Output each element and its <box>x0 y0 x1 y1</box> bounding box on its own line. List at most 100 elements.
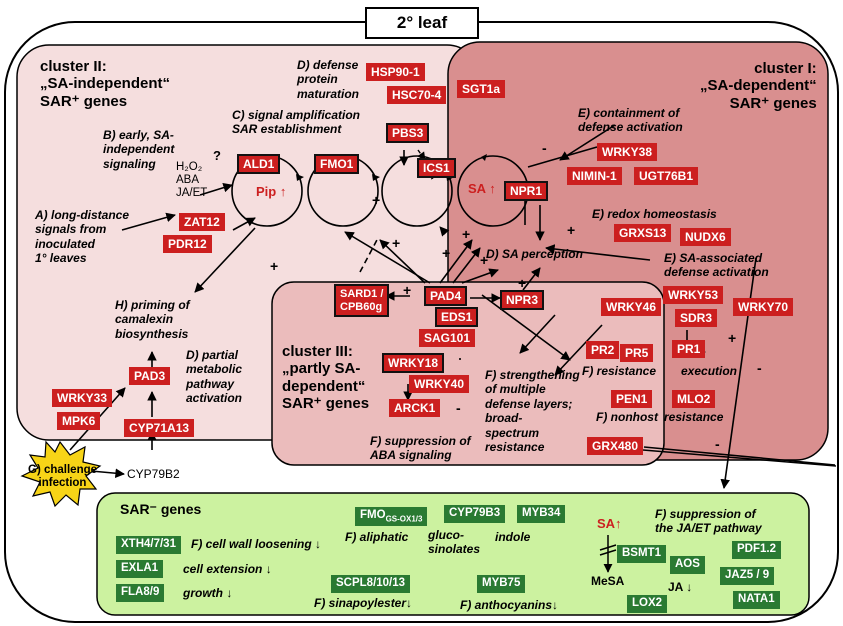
gene-mlo2: MLO2 <box>672 390 716 408</box>
gene-sgt1a: SGT1a <box>457 80 506 98</box>
label-glucosinolates: gluco-sinolates <box>428 528 481 557</box>
label-d-perception: D) SA perception <box>486 247 583 261</box>
plus-sign: + <box>392 235 401 251</box>
gene-sag101: SAG101 <box>419 329 476 347</box>
label-mesa: MeSA <box>591 574 625 588</box>
gene-fmo1: FMO1 <box>313 154 360 174</box>
label-growth: growth ↓ <box>183 586 233 600</box>
label-indole: indole <box>495 530 531 544</box>
gene-grxs13: GRXS13 <box>614 224 672 242</box>
title-box: 2° leaf <box>365 7 479 39</box>
gene-arck1: ARCK1 <box>389 399 441 417</box>
plus-sign: + <box>518 275 527 291</box>
gene-npr1: NPR1 <box>503 181 549 201</box>
cyp79b2-label: CYP79B2 <box>127 467 180 481</box>
challenge-burst <box>20 440 102 508</box>
gene-wrky38: WRKY38 <box>597 143 658 161</box>
gene-xth4-7-31: XTH4/7/31 <box>116 536 181 554</box>
label-f-nonhost: F) nonhost <box>596 410 658 424</box>
plus-sign: + <box>567 222 576 238</box>
gene-ics1: ICS1 <box>417 158 456 178</box>
gene-sard1-cpb60g: SARD1 /CPB60g <box>333 283 390 318</box>
gene-pen1: PEN1 <box>611 390 653 408</box>
label-e-redox: E) redox homeostasis <box>592 207 717 221</box>
gene-ugt76b1: UGT76B1 <box>634 167 699 185</box>
label-f-resistance: F) resistance <box>582 364 657 378</box>
gene-bsmt1: BSMT1 <box>617 545 666 563</box>
gene-hsp90-1: HSP90-1 <box>366 63 425 81</box>
gene-zat12: ZAT12 <box>179 213 225 231</box>
gene-exla1: EXLA1 <box>116 560 164 578</box>
plus-sign: + <box>403 282 412 298</box>
pip-label: Pip ↑ <box>256 184 287 199</box>
gene-nimin-1: NIMIN-1 <box>567 167 622 185</box>
gene-cyp79b3: CYP79B3 <box>444 505 506 523</box>
label-sinapoylester: F) sinapoylester↓ <box>314 596 413 610</box>
gene-sdr3: SDR3 <box>675 309 718 327</box>
label-anthocyanins: F) anthocyanins↓ <box>460 598 559 612</box>
gene-pr2: PR2 <box>586 341 620 359</box>
gene-mpk6: MPK6 <box>57 412 101 430</box>
plus-sign: + <box>480 252 489 268</box>
gene-aos: AOS <box>670 556 705 574</box>
cluster-2-heading: cluster II:„SA-independent“SAR⁺ genes <box>40 58 170 110</box>
gene-fmo-gs-ox: FMOGS-OX1/3 <box>355 507 428 527</box>
label-sa-up: SA↑ <box>597 516 622 531</box>
label-cell-extension: cell extension ↓ <box>183 562 272 576</box>
minus-sign: - <box>757 360 762 376</box>
title-text: 2° leaf <box>396 13 448 32</box>
gene-ald1: ALD1 <box>236 154 281 174</box>
gene-cyp71a13: CYP71A13 <box>124 419 195 437</box>
gene-myb34: MYB34 <box>517 505 566 523</box>
gene-fla8-9: FLA8/9 <box>116 584 165 602</box>
sar-minus-heading: SAR⁻ genes <box>120 501 202 517</box>
sa-label: SA ↑ <box>468 181 496 196</box>
plus-sign: + <box>372 192 381 208</box>
gene-wrky33: WRKY33 <box>52 389 113 407</box>
plus-sign: + <box>442 245 451 261</box>
gene-pbs3: PBS3 <box>385 123 430 143</box>
gene-pad3: PAD3 <box>129 367 171 385</box>
gene-pr5: PR5 <box>620 344 654 362</box>
cluster-1-heading: cluster I:„SA-dependent“SAR⁺ genes <box>700 60 817 112</box>
minus-sign: - <box>456 400 461 416</box>
gene-lox2: LOX2 <box>627 595 668 613</box>
label-ja-down: JA ↓ <box>668 580 693 594</box>
gene-wrky18: WRKY18 <box>381 353 445 373</box>
label-f-execution: execution <box>681 364 738 378</box>
plus-sign: + <box>462 226 471 242</box>
minus-sign: - <box>715 436 720 452</box>
gene-npr3: NPR3 <box>499 290 545 310</box>
gene-wrky53: WRKY53 <box>663 286 724 304</box>
gene-myb75: MYB75 <box>477 575 526 593</box>
sar-minus-box <box>96 492 810 616</box>
label-f-nonhost-2: resistance <box>664 410 724 424</box>
plus-sign: + <box>270 258 279 274</box>
gene-nudx6: NUDX6 <box>680 228 731 246</box>
gene-pr1: PR1 <box>672 340 706 358</box>
gene-nata1: NATA1 <box>733 591 780 609</box>
gene-jaz5-9: JAZ5 / 9 <box>720 567 775 585</box>
gene-wrky40: WRKY40 <box>409 375 470 393</box>
gene-hsc70-4: HSC70-4 <box>387 86 447 104</box>
label-aliphatic: F) aliphatic <box>345 530 409 544</box>
plus-sign: + <box>728 330 737 346</box>
gene-pad4: PAD4 <box>423 286 468 306</box>
gene-wrky46: WRKY46 <box>601 298 662 316</box>
gene-eds1: EDS1 <box>434 307 479 327</box>
cluster-3-box <box>271 281 665 466</box>
